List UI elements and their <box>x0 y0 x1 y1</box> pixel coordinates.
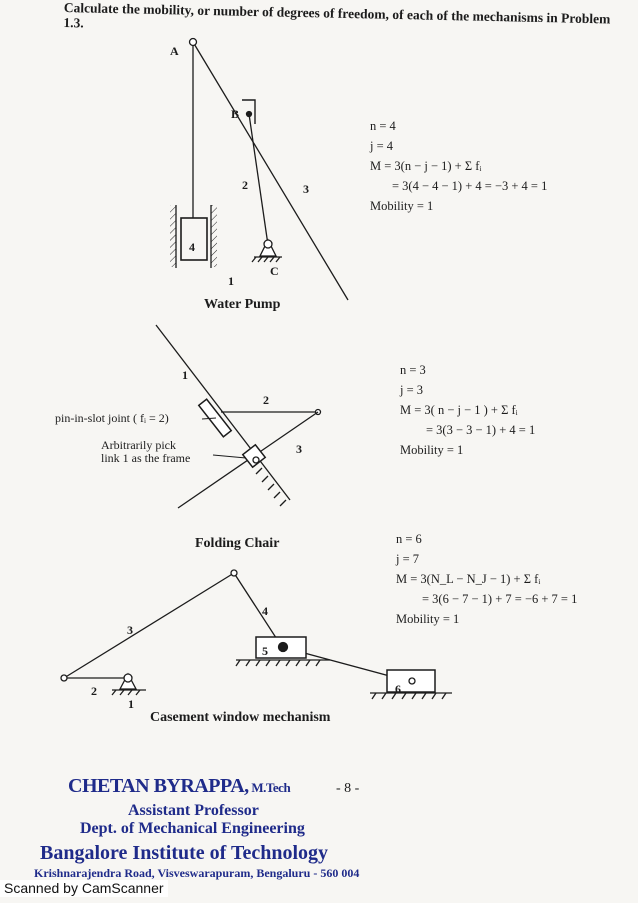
label-link-2: 2 <box>242 178 248 192</box>
cw-label-link-5: 5 <box>262 644 268 658</box>
casement-calc: n = 6 j = 7 M = 3(N_L − N_J − 1) + Σ fᵢ … <box>396 529 577 629</box>
wp-mobility: Mobility = 1 <box>370 199 434 213</box>
fc-label-link-3: 3 <box>296 442 302 456</box>
cw-j: j = 7 <box>396 552 420 566</box>
fc-formula: M = 3( n − j − 1 ) + Σ fᵢ <box>400 403 518 417</box>
casement-window-diagram <box>60 569 452 700</box>
author-institute: Bangalore Institute of Technology <box>40 842 328 864</box>
frame-note-line-2: link 1 as the frame <box>101 451 191 465</box>
casement-caption: Casement window mechanism <box>150 710 331 725</box>
wp-formula: M = 3(n − j − 1) + Σ fᵢ <box>370 159 482 173</box>
author-name-text: CHETAN BYRAPPA, <box>68 775 249 797</box>
cw-label-link-2: 2 <box>91 684 97 698</box>
author-degree: M.Tech <box>248 780 291 795</box>
fc-label-link-1: 1 <box>182 368 188 382</box>
fc-eval: = 3(3 − 3 − 1) + 4 = 1 <box>426 423 536 437</box>
label-point-B: B <box>231 107 240 121</box>
fc-mobility: Mobility = 1 <box>400 443 464 457</box>
cw-label-link-6: 6 <box>395 682 401 696</box>
author-address: Krishnarajendra Road, Visveswarapuram, B… <box>34 866 360 880</box>
author-name: CHETAN BYRAPPA, M.Tech <box>68 775 291 798</box>
wp-eval: = 3(4 − 4 − 1) + 4 = −3 + 4 = 1 <box>392 179 548 193</box>
cw-formula: M = 3(N_L − N_J − 1) + Σ fᵢ <box>396 572 541 586</box>
water-pump-diagram <box>170 37 349 301</box>
folding-chair-caption: Folding Chair <box>195 536 280 551</box>
page-number: - 8 - <box>336 781 360 796</box>
water-pump-calc: n = 4 j = 4 M = 3(n − j − 1) + Σ fᵢ = 3(… <box>370 116 547 216</box>
cw-label-link-1: 1 <box>128 697 134 711</box>
author-department: Dept. of Mechanical Engineering <box>80 820 305 837</box>
label-link-3: 3 <box>303 182 309 196</box>
fc-n: n = 3 <box>400 363 426 377</box>
wp-n: n = 4 <box>370 119 396 133</box>
pin-in-slot-label: pin-in-slot joint ( fᵢ = 2) <box>55 411 169 425</box>
cw-mobility: Mobility = 1 <box>396 612 460 626</box>
label-link-1: 1 <box>228 274 234 288</box>
folding-chair-diagram <box>155 324 322 509</box>
folding-chair-calc: n = 3 j = 3 M = 3( n − j − 1 ) + Σ fᵢ = … <box>400 360 535 460</box>
label-link-4: 4 <box>189 240 195 254</box>
scanner-watermark: Scanned by CamScanner <box>0 880 168 897</box>
frame-note-line-1: Arbitrarily pick <box>101 438 176 452</box>
frame-note: Arbitrarily pick link 1 as the frame <box>101 439 190 465</box>
label-point-A: A <box>170 44 179 58</box>
fc-j: j = 3 <box>400 383 424 397</box>
cw-label-link-4: 4 <box>262 604 268 618</box>
cw-eval: = 3(6 − 7 − 1) + 7 = −6 + 7 = 1 <box>422 592 578 606</box>
label-point-C: C <box>270 264 279 278</box>
author-title: Assistant Professor <box>128 802 259 819</box>
cw-label-link-3: 3 <box>127 623 133 637</box>
wp-j: j = 4 <box>370 139 394 153</box>
fc-label-link-2: 2 <box>263 393 269 407</box>
cw-n: n = 6 <box>396 532 422 546</box>
water-pump-caption: Water Pump <box>204 297 281 312</box>
